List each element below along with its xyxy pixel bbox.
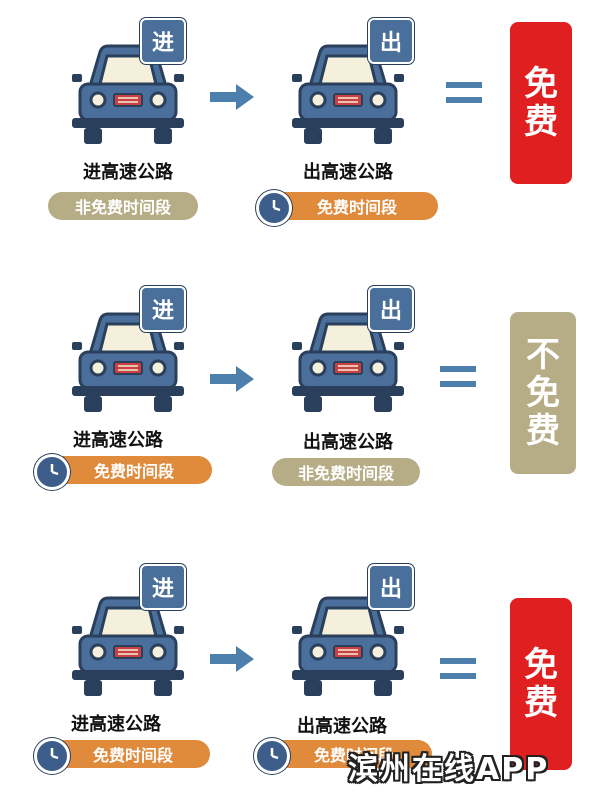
rule-row-3: 进 进高速公路 免费时间段 出 出高速公路 免费时间段 xyxy=(0,552,600,792)
clock-icon xyxy=(256,190,292,226)
period-pill: 免费时间段 xyxy=(262,192,438,220)
car-icon xyxy=(68,40,188,150)
period-pill: 非免费时间段 xyxy=(48,192,198,220)
result-char: 免 xyxy=(524,644,558,685)
rule-row-2: 进 进高速公路 免费时间段 出 出高速公路 非免费时间段 xyxy=(0,268,600,508)
result-char: 费 xyxy=(524,102,558,142)
result-char: 免 xyxy=(526,372,560,413)
equals-icon xyxy=(440,658,476,679)
clock-icon xyxy=(34,738,70,774)
result-char: 免 xyxy=(524,63,558,104)
exit-badge: 出 xyxy=(368,18,414,64)
equals-icon xyxy=(440,366,476,387)
rule-row-1: 进 进高速公路 非免费时间段 出 出高速公路 免费时间段 xyxy=(0,0,600,240)
car-icon xyxy=(288,40,408,150)
enter-badge: 进 xyxy=(140,18,186,64)
result-char: 费 xyxy=(526,411,560,452)
enter-highway-label: 进高速公路 xyxy=(71,714,161,735)
period-pill: 非免费时间段 xyxy=(272,458,420,486)
enter-badge: 进 xyxy=(140,564,186,610)
car-icon xyxy=(288,308,408,418)
exit-highway-label: 出高速公路 xyxy=(303,162,393,183)
exit-badge: 出 xyxy=(368,286,414,332)
arrow-right-icon xyxy=(210,646,254,672)
arrow-right-icon xyxy=(210,84,254,110)
result-free-badge: 免 费 xyxy=(510,22,572,184)
equals-icon xyxy=(446,82,482,103)
period-pill: 免费时间段 xyxy=(42,456,212,484)
result-char: 费 xyxy=(524,683,558,723)
arrow-right-icon xyxy=(210,366,254,392)
clock-icon xyxy=(254,738,290,774)
result-char: 不 xyxy=(526,334,560,375)
result-not-free-badge: 不 免 费 xyxy=(510,312,576,474)
result-free-badge: 免 费 xyxy=(510,598,572,770)
car-icon xyxy=(68,592,188,702)
enter-badge: 进 xyxy=(140,286,186,332)
exit-highway-label: 出高速公路 xyxy=(303,432,393,453)
exit-highway-label: 出高速公路 xyxy=(297,716,387,737)
enter-highway-label: 进高速公路 xyxy=(73,430,163,451)
watermark-logo: 滨州在线APP xyxy=(348,752,550,787)
period-pill: 免费时间段 xyxy=(262,740,432,768)
car-icon xyxy=(68,308,188,418)
clock-icon xyxy=(34,454,70,490)
period-pill: 免费时间段 xyxy=(42,740,210,768)
enter-highway-label: 进高速公路 xyxy=(83,162,173,183)
exit-badge: 出 xyxy=(368,564,414,610)
